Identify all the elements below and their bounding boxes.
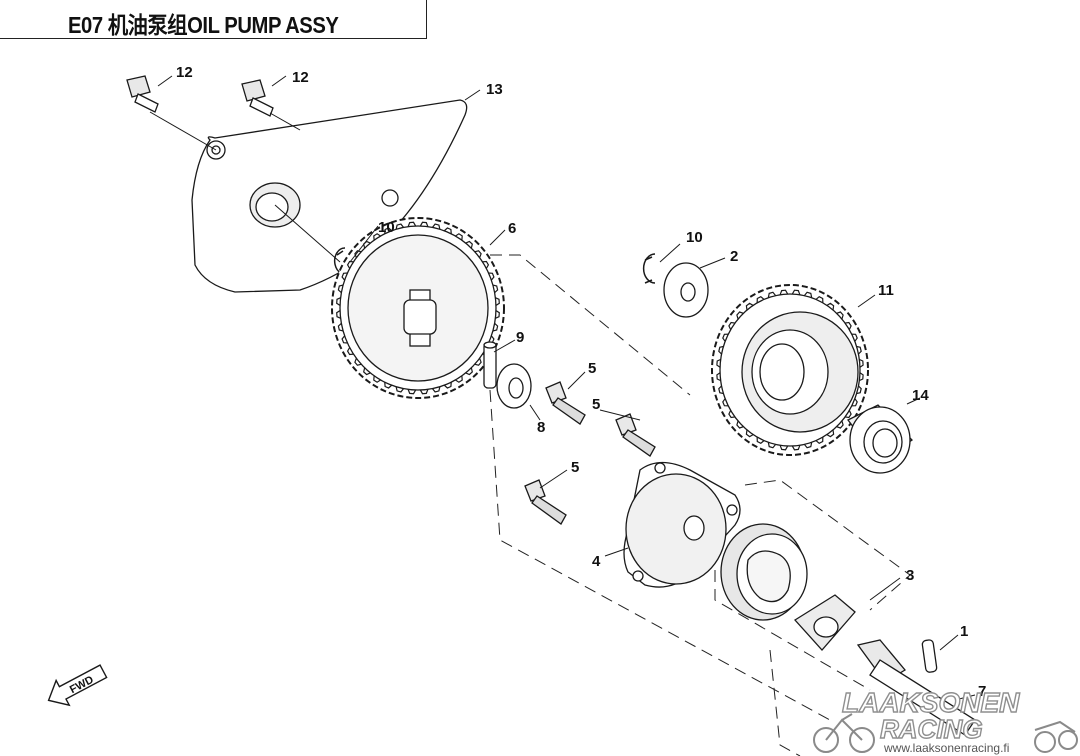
part-5-bolt-a[interactable] — [545, 381, 586, 425]
callout-2: 2 — [730, 248, 738, 265]
part-2-washer[interactable] — [663, 262, 709, 318]
callout-10: 10 — [378, 219, 395, 236]
part-3-rotor-set[interactable] — [720, 523, 856, 651]
watermark-line2: RACING — [880, 714, 983, 744]
callout-10: 10 — [686, 229, 703, 246]
part-7-pump-shaft[interactable] — [856, 639, 976, 736]
assembly-dashed-lines — [489, 254, 911, 756]
callout-9: 9 — [516, 329, 524, 346]
part-12-bolt-a[interactable] — [126, 75, 159, 113]
fwd-badge: FWD — [47, 664, 108, 707]
part-12-bolt-b[interactable] — [241, 79, 274, 117]
callout-5: 5 — [571, 459, 579, 476]
part-9-dowel-pin[interactable] — [483, 341, 497, 389]
fwd-label: FWD — [68, 674, 96, 696]
callout-6: 6 — [508, 220, 516, 237]
part-1-pin[interactable] — [921, 639, 938, 673]
part-10-circlip-b[interactable] — [642, 253, 656, 284]
callout-5: 5 — [588, 360, 596, 377]
callout-labels: 12 12 13 10 6 10 2 11 9 5 5 14 8 5 4 3 1… — [176, 64, 986, 700]
title-box: E07 机油泵组OIL PUMP ASSY — [0, 0, 427, 39]
watermark-url: www.laaksonenracing.fi — [883, 741, 1009, 755]
part-6-drive-gear[interactable] — [331, 217, 505, 399]
fwd-arrow-icon — [47, 664, 108, 707]
callout-5: 5 — [592, 396, 600, 413]
callout-4: 4 — [592, 553, 601, 570]
watermark: LAAKSONEN RACING www.laaksonenracing.fi — [813, 686, 1078, 755]
part-11-driven-gear[interactable] — [711, 284, 869, 456]
callout-14: 14 — [912, 387, 929, 404]
page-title: E07 机油泵组OIL PUMP ASSY — [68, 12, 339, 38]
callout-8: 8 — [537, 419, 545, 436]
callout-7: 7 — [978, 683, 986, 700]
callout-12: 12 — [292, 69, 309, 86]
callout-11: 11 — [878, 282, 894, 299]
part-8-washer[interactable] — [496, 363, 532, 409]
part-5-bolt-b[interactable] — [615, 413, 656, 457]
callout-1: 1 — [960, 623, 968, 640]
part-14-bearing[interactable] — [847, 404, 914, 474]
leader-lines — [149, 75, 976, 701]
part-4-pump-body[interactable] — [623, 461, 741, 588]
watermark-line1: LAAKSONEN — [842, 687, 1020, 718]
atv-silhouette-icon — [1034, 720, 1078, 753]
callout-12: 12 — [176, 64, 193, 81]
callout-13: 13 — [486, 81, 503, 98]
callout-3: 3 — [906, 567, 914, 584]
bike-silhouette-icon — [813, 713, 875, 753]
part-5-bolt-c[interactable] — [524, 479, 567, 525]
